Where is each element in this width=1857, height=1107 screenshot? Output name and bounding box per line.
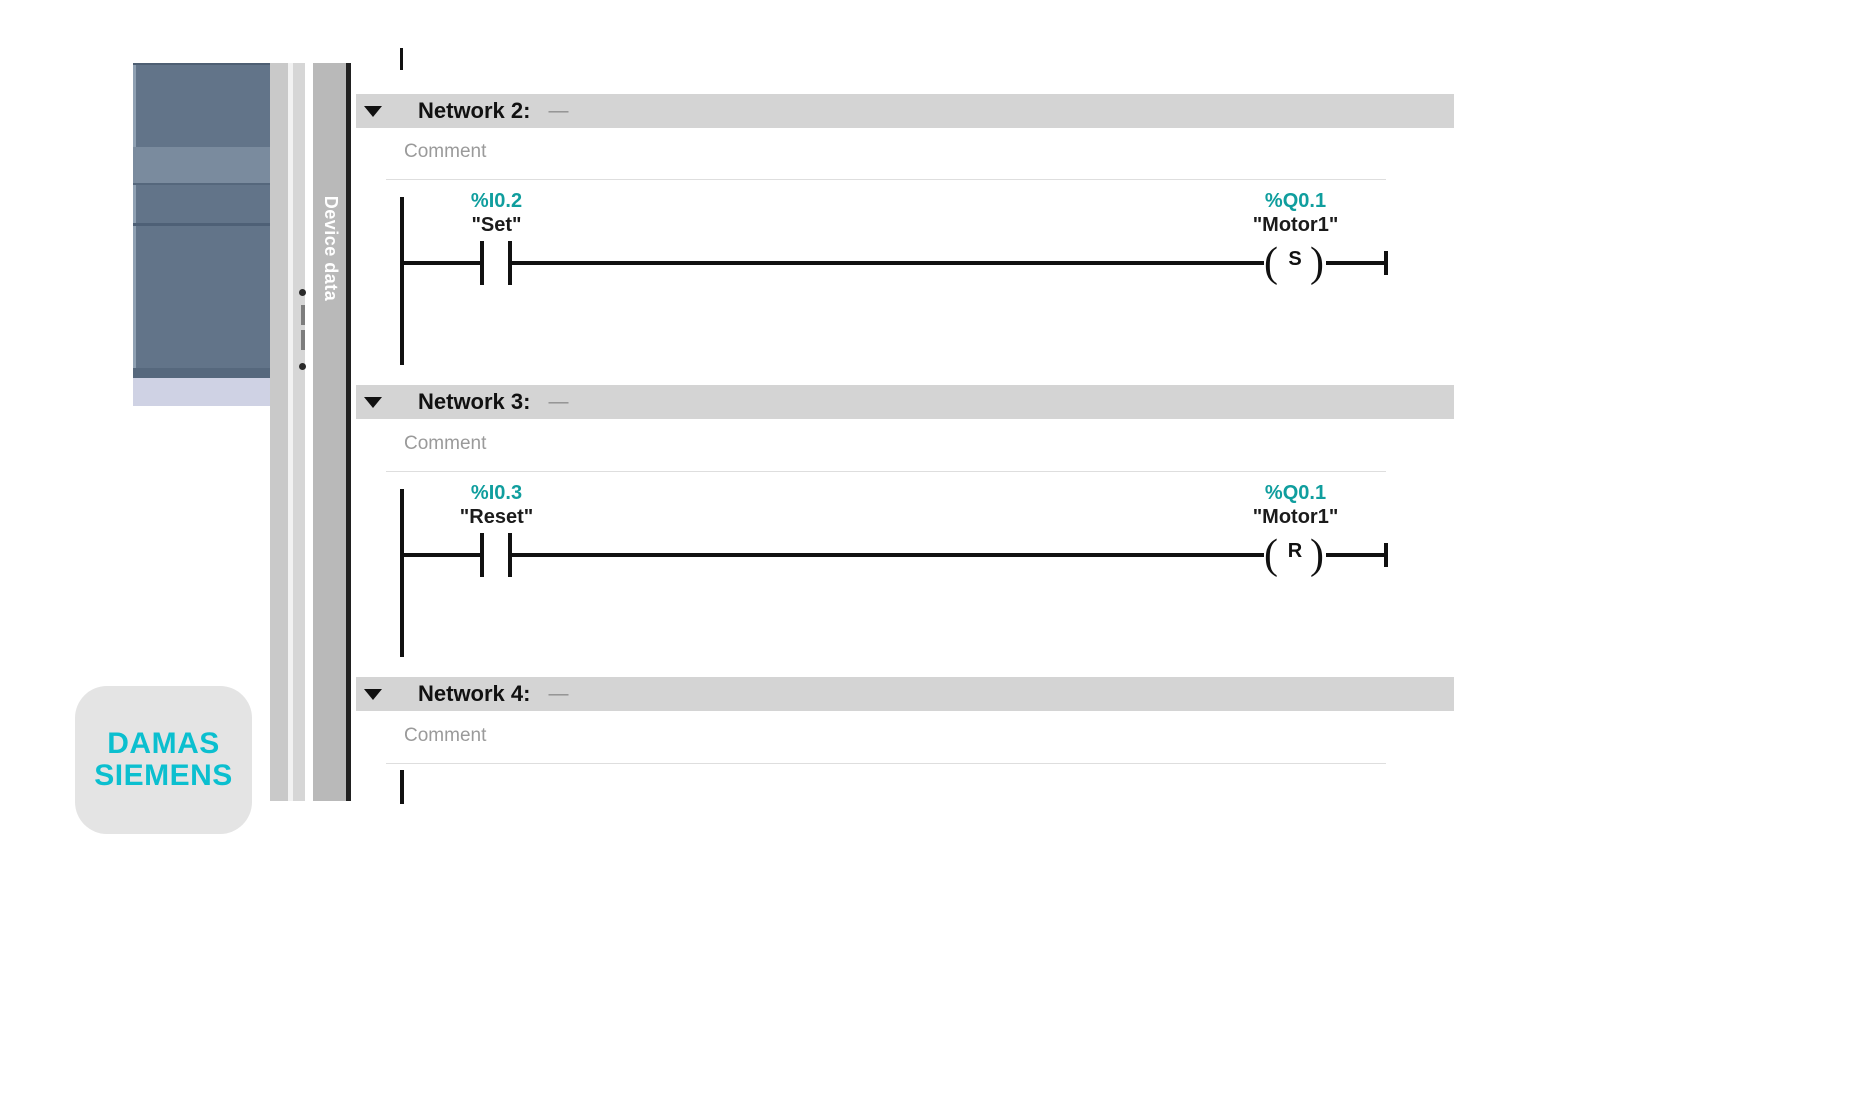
splitter-handle-markers[interactable]: [299, 285, 313, 385]
contact-bar-right-2: [508, 241, 512, 285]
device-panel-edge: [133, 65, 136, 380]
chevron-down-icon-network-3[interactable]: [356, 396, 390, 408]
plc-device-graphic: [133, 63, 270, 380]
coil-letter-2: S: [1288, 248, 1302, 270]
operand-input-symbol-3: "Reset": [459, 506, 534, 529]
network-separator-4: [386, 763, 1386, 764]
network-title-dash-2: —: [548, 99, 568, 122]
network-separator-3: [386, 471, 1386, 472]
coil-letter-3: R: [1287, 540, 1303, 562]
damas-siemens-logo: DAMAS SIEMENS: [75, 686, 252, 834]
ladder-editor-workspace: Network 2: — Comment %I0.2 "Set" %Q0.1 "…: [356, 0, 1857, 1107]
rung-wire-middle-3: [511, 553, 1264, 557]
chevron-down-icon-network-2[interactable]: [356, 105, 390, 117]
power-rail-2: [400, 197, 404, 365]
device-band-divider-1: [133, 183, 270, 185]
chevron-down-icon-network-4[interactable]: [356, 688, 390, 700]
rung-wire-left-2: [402, 261, 480, 265]
rung-wire-left-3: [402, 553, 480, 557]
network-title-dash-4: —: [548, 682, 568, 705]
device-band-highlight: [133, 147, 270, 183]
network-header-2[interactable]: Network 2: —: [356, 94, 1454, 128]
coil-paren-close-3: ): [1310, 532, 1324, 578]
tab-device-data-label: Device data: [321, 195, 341, 302]
network-comment-2[interactable]: Comment: [404, 141, 487, 162]
network-title-2: Network 2:: [418, 98, 531, 123]
logo-line-damas: DAMAS: [107, 727, 220, 761]
rung-wire-middle-2: [511, 261, 1264, 265]
splitter-gap: [288, 63, 293, 801]
rung-wire-right-3: [1326, 553, 1386, 557]
network-title-4: Network 4:: [418, 681, 531, 706]
reset-coil-3[interactable]: ( R ): [1264, 525, 1326, 585]
contact-bar-left-3: [480, 533, 484, 577]
tab-device-data[interactable]: Device data: [313, 63, 351, 801]
rung-end-tick-2: [1384, 251, 1388, 275]
operand-input-3[interactable]: %I0.3 "Reset": [424, 481, 569, 530]
device-panel-shadow: [133, 378, 270, 406]
operand-output-address-2: %Q0.1: [1264, 190, 1327, 212]
rung-end-tick-3: [1384, 543, 1388, 567]
coil-paren-close-2: ): [1310, 240, 1324, 286]
device-band-divider-2: [133, 223, 270, 226]
network-comment-4[interactable]: Comment: [404, 725, 487, 746]
rung-stub-network-4: [400, 770, 404, 804]
previous-network-rung-stub: [400, 48, 403, 70]
rung-wire-right-2: [1326, 261, 1386, 265]
network-title-3: Network 3:: [418, 389, 531, 414]
collapse-dot-icon-top[interactable]: [299, 289, 306, 296]
grip-line-1: [301, 305, 305, 325]
splitter-strip-outer[interactable]: [270, 63, 288, 801]
operand-input-2[interactable]: %I0.2 "Set": [424, 189, 569, 238]
operand-input-symbol-2: "Set": [471, 214, 522, 237]
coil-paren-open-2: (: [1264, 240, 1278, 286]
power-rail-3: [400, 489, 404, 657]
coil-paren-open-3: (: [1264, 532, 1278, 578]
network-comment-3[interactable]: Comment: [404, 433, 487, 454]
logo-line-siemens: SIEMENS: [94, 759, 233, 792]
operand-input-address-3: %I0.3: [470, 482, 523, 504]
operand-output-address-3: %Q0.1: [1264, 482, 1327, 504]
grip-line-2: [301, 330, 305, 350]
network-separator-2: [386, 179, 1386, 180]
device-band-footer: [133, 368, 270, 380]
operand-output-3[interactable]: %Q0.1 "Motor1": [1218, 481, 1373, 530]
operand-output-symbol-2: "Motor1": [1252, 214, 1339, 237]
collapse-dot-icon-bottom[interactable]: [299, 363, 306, 370]
rung-network-3: %I0.3 "Reset" %Q0.1 "Motor1" ( R ): [356, 477, 1454, 677]
operand-output-2[interactable]: %Q0.1 "Motor1": [1218, 189, 1373, 238]
rung-network-2: %I0.2 "Set" %Q0.1 "Motor1" ( S ): [356, 185, 1454, 385]
operand-output-symbol-3: "Motor1": [1252, 506, 1339, 529]
contact-bar-right-3: [508, 533, 512, 577]
network-title-dash-3: —: [548, 390, 568, 413]
set-coil-2[interactable]: ( S ): [1264, 233, 1326, 293]
network-header-3[interactable]: Network 3: —: [356, 385, 1454, 419]
network-header-4[interactable]: Network 4: —: [356, 677, 1454, 711]
contact-bar-left-2: [480, 241, 484, 285]
operand-input-address-2: %I0.2: [470, 190, 523, 212]
splitter-strip-inner[interactable]: [293, 63, 305, 801]
